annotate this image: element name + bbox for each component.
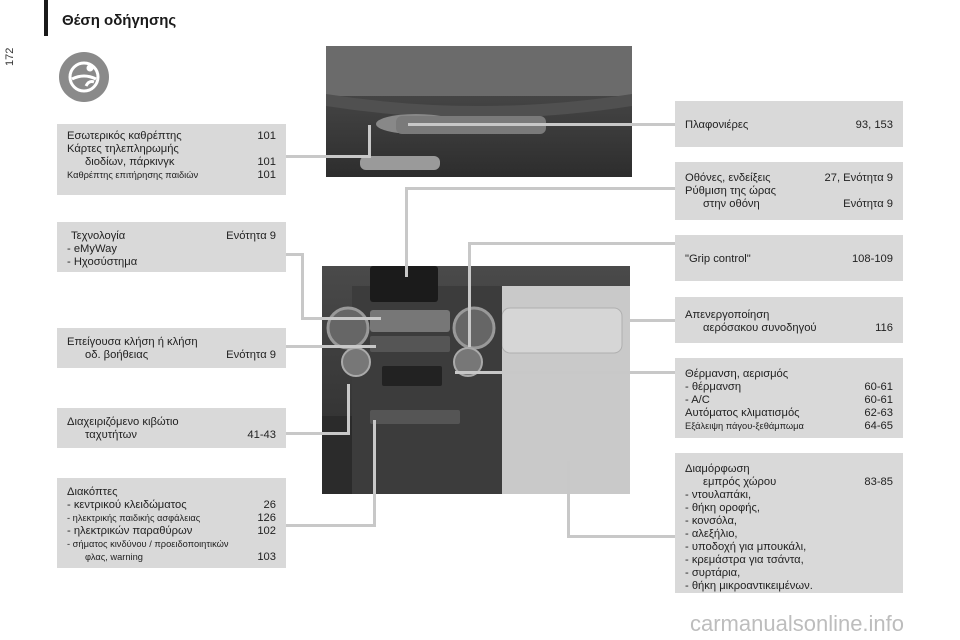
info-row: - κονσόλα, (685, 515, 738, 527)
connector-line (468, 242, 471, 347)
info-row: Διαχειριζόμενο κιβώτιο (67, 416, 179, 428)
connector-line (405, 187, 408, 277)
info-row: - κρεμάστρα για τσάντα, (685, 554, 804, 566)
page-title: Θέση οδήγησης (62, 12, 177, 29)
info-row: Ρύθμιση της ώρας (685, 185, 777, 197)
connector-line (567, 461, 570, 538)
info-row: - ντουλαπάκι, (685, 489, 752, 501)
ceiling-photo (326, 46, 632, 177)
info-row: Θέρμανση, αερισμός (685, 368, 789, 380)
info-row: - Ηχοσύστημα (67, 256, 138, 268)
info-row: - θήκη μικροαντικειμένων. (685, 580, 813, 592)
connector-line (286, 345, 376, 348)
info-row: Διαμόρφωση (685, 463, 750, 475)
info-row: - eMyWay (67, 243, 117, 255)
connector-line (347, 384, 350, 435)
info-row: - σήματος κινδύνου / προειδοποιητικών (67, 539, 229, 549)
info-row: Επείγουσα κλήση ή κλήση (67, 336, 198, 348)
info-row: Απενεργοποίηση (685, 309, 770, 321)
dashboard-photo (322, 266, 630, 494)
connector-line (630, 319, 676, 322)
connector-line (286, 155, 370, 158)
info-row: - συρτάρια, (685, 567, 741, 579)
connector-line (408, 123, 676, 126)
info-row: "Grip control"108-109 (685, 253, 893, 265)
section-bar (44, 0, 48, 36)
info-row: - θήκη οροφής, (685, 502, 760, 514)
info-row: Κάρτες τηλεπληρωμής (67, 143, 179, 155)
connector-line (368, 125, 371, 158)
steering-wheel-icon (59, 52, 109, 102)
connector-line (286, 432, 350, 435)
page-number: 172 (4, 47, 16, 66)
grip-control-info-box: "Grip control"108-109 (675, 235, 903, 281)
connector-line (567, 535, 676, 538)
info-row: Διακόπτες (67, 486, 118, 498)
connector-line (468, 242, 676, 245)
connector-line (301, 317, 381, 320)
info-row: - αλεξήλιο, (685, 528, 738, 540)
connector-line (373, 420, 376, 527)
connector-line (405, 187, 676, 190)
info-row: - υποδοχή για μπουκάλι, (685, 541, 807, 553)
connector-line (301, 253, 304, 320)
watermark: carmanualsonline.info (690, 611, 905, 636)
connector-line (286, 524, 376, 527)
connector-line (455, 371, 676, 374)
connector-line (286, 253, 304, 256)
